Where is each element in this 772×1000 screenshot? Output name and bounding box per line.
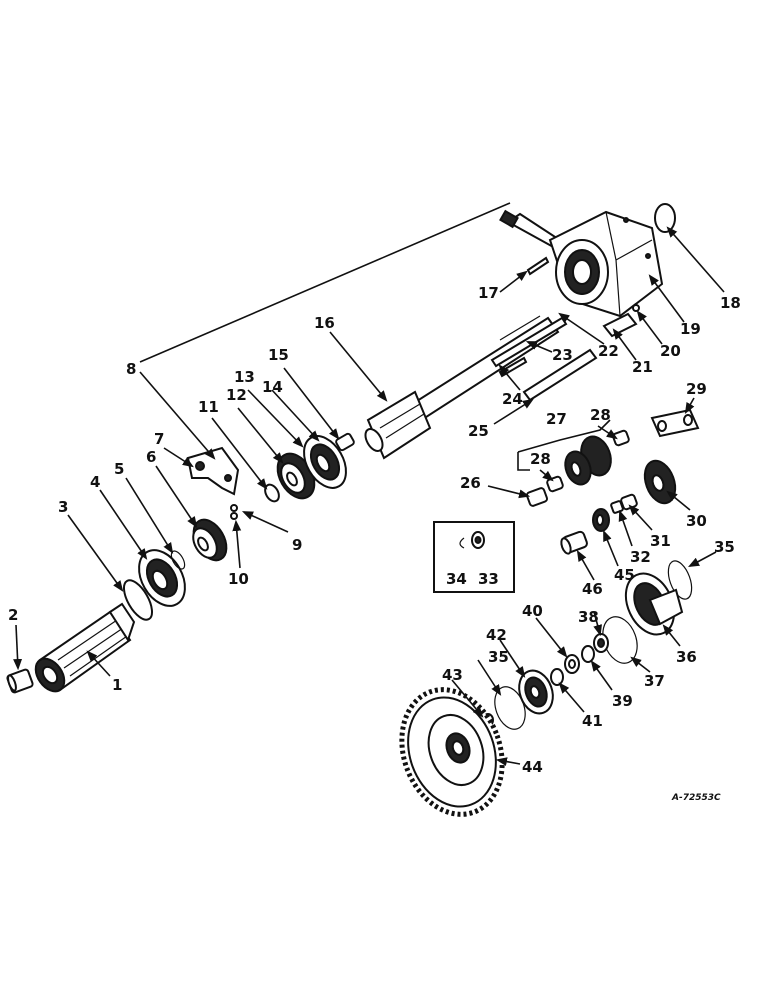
callout-27: 27 [546,410,567,428]
callout-45: 45 [614,566,635,584]
part-12-gear [276,452,316,500]
reference-code: A-72553C [671,793,721,803]
callout-42: 42 [486,626,507,644]
part-15-bushing [335,432,355,452]
callout-35a: 35 [714,538,735,556]
callout-17: 17 [478,284,499,302]
callout-38: 38 [578,608,599,626]
callout-4: 4 [90,473,100,491]
callout-14: 14 [262,378,283,396]
callout-12: 12 [226,386,247,404]
callout-36: 36 [676,648,697,666]
inset-box-33-34 [433,521,515,593]
part-27-cluster-gear [564,435,612,486]
part-13-14-bearing [303,435,347,489]
callout-11: 11 [198,398,219,416]
callout-32: 32 [630,548,651,566]
callout-34: 34 [446,570,467,588]
callout-labels: 1 2 3 4 5 6 7 8 9 10 11 12 13 14 15 16 1… [8,284,741,776]
callout-21: 21 [632,358,653,376]
part-38-39-nut-washer [581,633,609,663]
part-40-41-washers [550,654,580,686]
callout-29: 29 [686,380,707,398]
callout-23: 23 [552,346,573,364]
callout-5: 5 [114,460,124,478]
callout-22: 22 [598,342,619,360]
part-17-pin [526,256,550,276]
part-30-gear [643,459,677,505]
callout-16: 16 [314,314,335,332]
callout-40: 40 [522,602,543,620]
part-3-snap-ring [123,579,153,621]
callout-2: 2 [8,606,18,624]
callout-30: 30 [686,512,707,530]
part-44-bull-gear [399,687,505,817]
callout-20: 20 [660,342,681,360]
part-6-gear [192,518,228,562]
part-11-snap-ring [264,483,280,503]
part-2-bushing [6,668,34,694]
leader-lines [13,202,725,767]
part-4-ball-bearing [138,549,186,607]
part-42-bearing [518,669,554,715]
callout-33: 33 [478,570,499,588]
part-18-seal-ring [654,203,676,233]
part-29-plate [650,408,700,438]
callout-25: 25 [468,422,489,440]
part-20-21-bracket [602,304,640,338]
callout-6: 6 [146,448,156,466]
part-9-10-pin-spring [230,504,238,520]
part-25-shaft [522,348,598,402]
callout-24: 24 [502,390,523,408]
callout-43: 43 [442,666,463,684]
part-36-carrier [624,572,684,636]
callout-46: 46 [582,580,603,598]
callout-31: 31 [650,532,671,550]
callout-13: 13 [234,368,255,386]
callout-26: 26 [460,474,481,492]
part-26-bushing [525,487,549,507]
callout-8: 8 [126,360,136,378]
callout-15: 15 [268,346,289,364]
callout-28b: 28 [530,450,551,468]
callout-44: 44 [522,758,543,776]
callout-3: 3 [58,498,68,516]
callout-7: 7 [154,430,164,448]
callout-19: 19 [680,320,701,338]
callout-9: 9 [292,536,302,554]
callout-18: 18 [720,294,741,312]
part-45-gear [592,508,610,532]
part-19-housing [548,210,664,318]
callout-10: 10 [228,570,249,588]
part-1-splined-shaft [34,602,136,693]
part-7-bracket [186,446,240,496]
callout-35b: 35 [488,648,509,666]
callout-41: 41 [582,712,603,730]
callout-39: 39 [612,692,633,710]
callout-37: 37 [644,672,665,690]
callout-28a: 28 [590,406,611,424]
callout-1: 1 [112,676,122,694]
part-46-bushing [560,530,588,555]
